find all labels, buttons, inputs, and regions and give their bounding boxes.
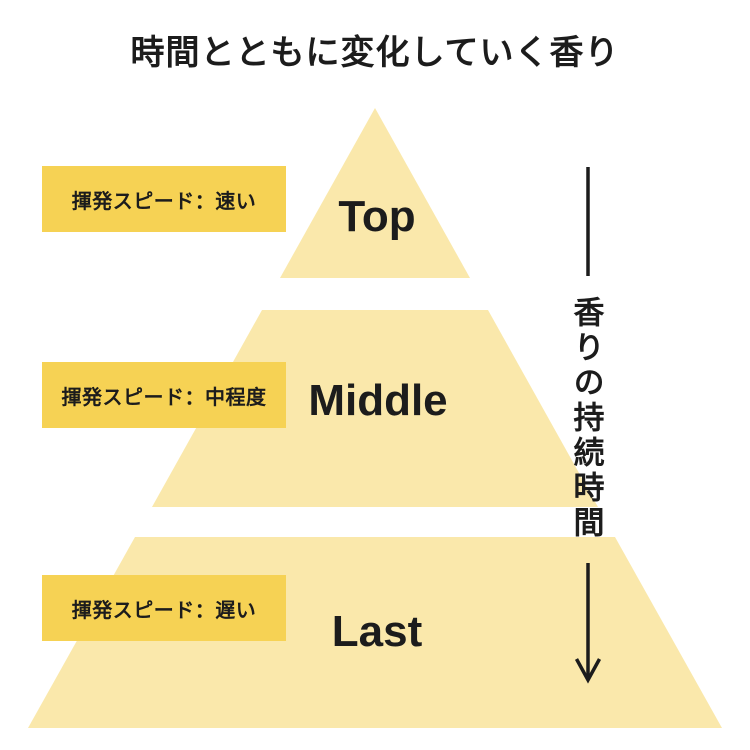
evaporation-speed-text-top: 揮発スピード：速い [71,188,257,213]
evaporation-speed-label-top: 揮発スピード：速い [42,166,286,232]
evaporation-speed-label-middle: 揮発スピード：中程度 [42,362,286,428]
timeline-arrow-head-icon [574,658,602,684]
scent-duration-axis-label: 香りの持続時間 [567,296,604,541]
top-note-label: Top [338,192,415,241]
middle-note-label: Middle [308,376,447,425]
pyramid-middle-section [152,310,598,507]
page-title: 時間とともに変化していく香り [130,33,620,73]
evaporation-speed-text-middle: 揮発スピード：中程度 [61,384,267,409]
evaporation-speed-text-last: 揮発スピード：遅い [71,597,257,622]
evaporation-speed-label-last: 揮発スピード：遅い [42,575,286,641]
pyramid-top-section [280,108,470,278]
last-note-label: Last [332,607,423,656]
